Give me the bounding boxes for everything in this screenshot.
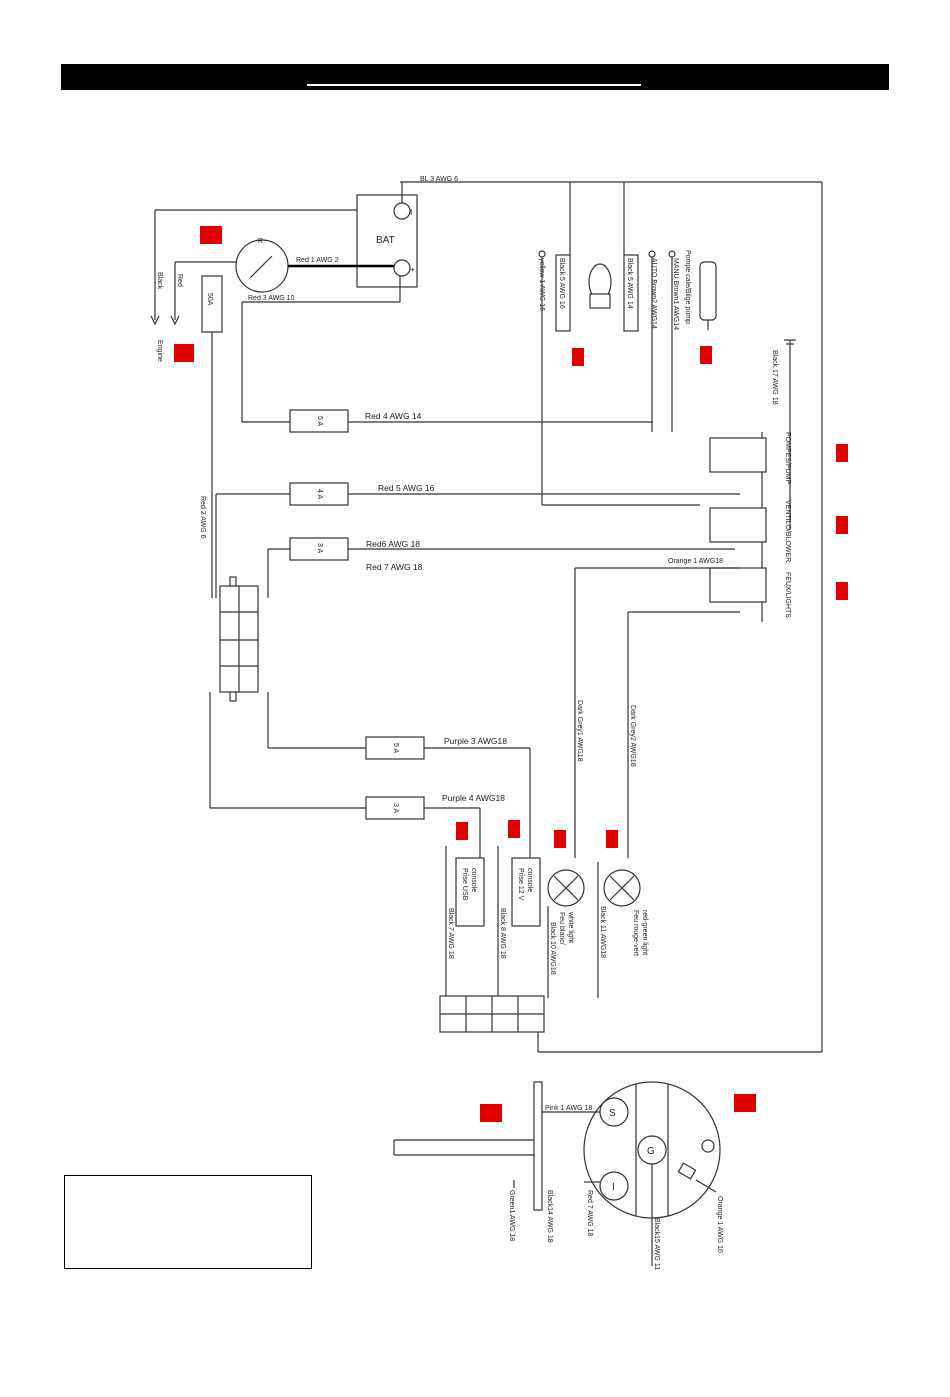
wire-auto-brown: AUTO Brown2 AWG14 xyxy=(650,258,657,329)
gauge-s: S xyxy=(609,1108,616,1119)
wire-red7b: Red 7 AWG 18 xyxy=(586,1190,593,1237)
marker xyxy=(734,1094,756,1112)
fuse-5a-top xyxy=(289,409,349,433)
switch-pump-label: POMPES/PUMP xyxy=(784,432,791,484)
wire-black17: Black 17 AWG 18 xyxy=(771,350,778,405)
wire-bl3: BL 3 AWG 6 xyxy=(420,176,458,183)
pump-label: Pompe cale/Bilge pump xyxy=(684,250,691,324)
float-switch-icon xyxy=(588,263,612,309)
marker xyxy=(508,820,520,838)
wire-red5: Red 5 AWG 16 xyxy=(378,483,435,493)
marker xyxy=(700,346,712,364)
gauge-g: G xyxy=(647,1146,655,1157)
wire-red7: Red 7 AWG 18 xyxy=(366,562,423,572)
wire-red2: Red 2 AWG 6 xyxy=(199,496,206,539)
wire-black10: Black 10 AWG18 xyxy=(549,922,556,975)
marker xyxy=(456,822,468,840)
fuse-4a-label: 4 A xyxy=(316,489,323,499)
wire-purple3: Purple 3 AWG18 xyxy=(444,736,507,746)
marker xyxy=(836,516,848,534)
fuse-50a-label: 50A xyxy=(206,293,213,306)
wire-purple4: Purple 4 AWG18 xyxy=(442,793,505,803)
wire-orange1b: Orange 1 AWG 16 xyxy=(716,1196,723,1253)
engine-black: Black xyxy=(156,272,163,290)
switch-lights-label: FEUX/LIGHTS xyxy=(784,572,791,618)
note-box xyxy=(64,1175,312,1269)
battery-neg: I xyxy=(410,207,412,217)
marker xyxy=(480,1104,502,1122)
svg-text:console: console xyxy=(526,868,533,892)
marker xyxy=(174,344,194,362)
wire-darkgrey2: Dark Grey2 AWG18 xyxy=(629,705,636,767)
header-underline xyxy=(307,84,641,86)
battery-label: BAT xyxy=(376,235,395,246)
wire-pink1: Pink 1 AWG 18 xyxy=(545,1105,592,1112)
wire-black7: Black 7 AWG 18 xyxy=(447,908,454,959)
socket-12v-label: Prise 12 V xyxy=(517,868,524,901)
wire-red3: Red 3 AWG 10 xyxy=(248,295,295,302)
usb-socket-label: Prise USB xyxy=(461,868,468,901)
svg-text:red-green light: red-green light xyxy=(641,910,648,955)
wire-orange1: Orange 1 AWG18 xyxy=(668,558,723,565)
fuse-3a-label: 3 A xyxy=(316,543,323,553)
wire-red6: Red6 AWG 18 xyxy=(366,539,420,549)
marker xyxy=(836,582,848,600)
white-light-label: Feu blanc/ xyxy=(558,912,565,945)
wire-green1: Green1 AWG 18 xyxy=(508,1190,515,1241)
switch-blower-label: VENTILO/BLOWER xyxy=(784,500,791,562)
redgreen-light-label: Feu rouge-vert xyxy=(632,910,639,956)
redgreen-light-icon xyxy=(603,869,641,907)
marker xyxy=(572,348,584,366)
usb-socket xyxy=(455,857,485,927)
gauge-i: I xyxy=(612,1182,615,1193)
wire-black15: Black15 AWG 11 xyxy=(653,1218,660,1270)
fuse-5a-bottom-label: 5 A xyxy=(392,743,399,753)
marker xyxy=(606,830,618,848)
engine-label: Engine xyxy=(156,340,163,362)
svg-text:console: console xyxy=(470,868,477,892)
switch-label: R xyxy=(258,238,263,245)
marker xyxy=(554,830,566,848)
wire-black14: Black14 AWG 18 xyxy=(546,1190,553,1243)
switch-lights[interactable] xyxy=(709,567,767,603)
svg-text:white light: white light xyxy=(567,911,574,943)
wire-darkgrey1: Dark Grey1 AWG18 xyxy=(576,700,583,762)
wire-red4: Red 4 AWG 14 xyxy=(365,411,422,421)
wire-black11: Black 11 AWG18 xyxy=(599,906,606,958)
white-light-icon xyxy=(547,869,585,907)
wire-manu-brown: MANU Brown1 AWG14 xyxy=(672,258,679,330)
gauge-mount xyxy=(533,1081,543,1211)
marker xyxy=(200,226,222,244)
switch-blower[interactable] xyxy=(709,507,767,543)
wire-red1: Red 1 AWG 2 xyxy=(296,257,339,264)
bilge-pump-icon xyxy=(699,261,717,330)
engine-red: Red xyxy=(176,274,183,287)
battery-pos: + xyxy=(410,264,415,274)
switch-pump[interactable] xyxy=(709,437,767,473)
fuse-5a-top-label: 5 A xyxy=(316,416,323,426)
wire-black5-14: Black 5 AWG 14 xyxy=(626,258,633,309)
marker xyxy=(836,444,848,462)
socket-12v xyxy=(511,857,541,927)
wire-black5-16: Black 5 AWG 16 xyxy=(558,258,565,309)
wire-black8: Black 8 AWG 18 xyxy=(499,908,506,959)
fuse-3a-bottom-label: 3 A xyxy=(392,803,399,813)
